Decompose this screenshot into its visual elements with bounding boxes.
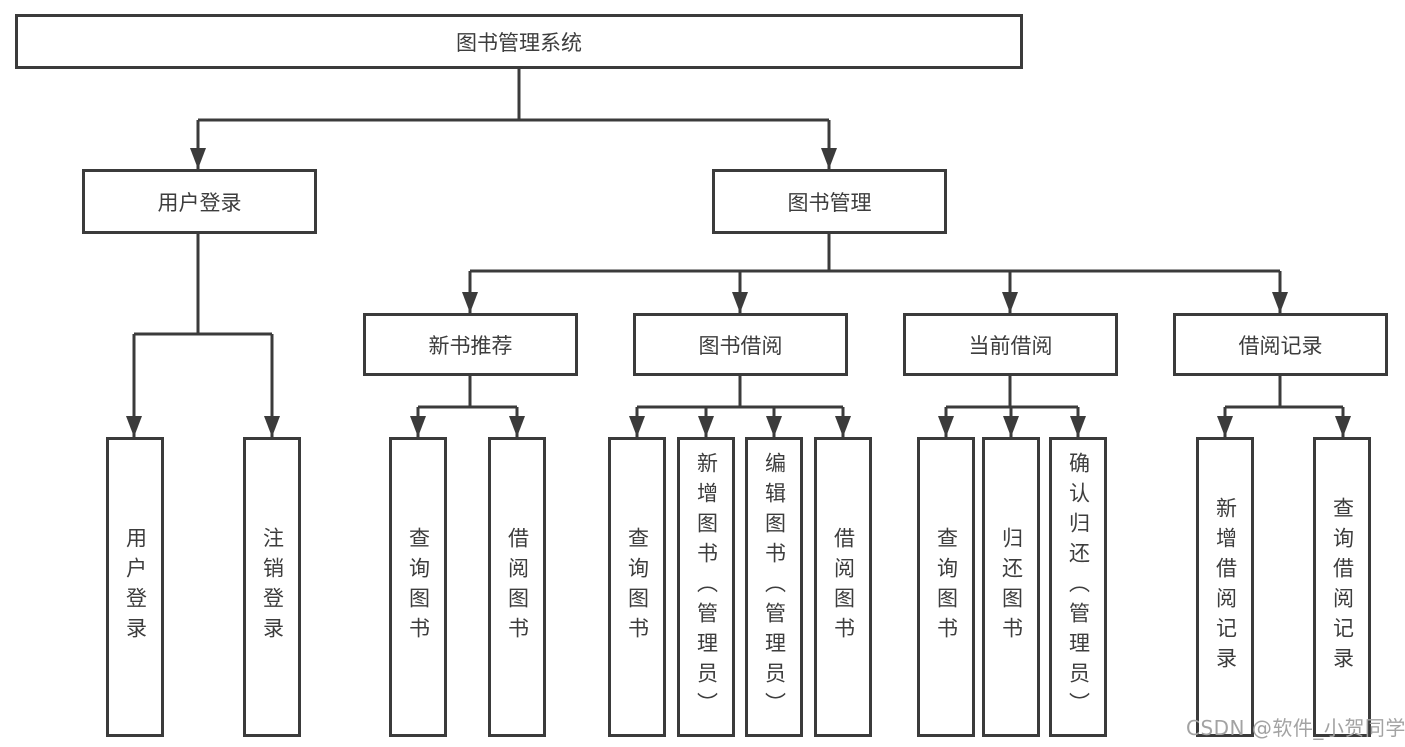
edge-user-login-trunk [134, 233, 272, 336]
edge-borrowing-records-trunk [1225, 376, 1343, 409]
node-root: 图书管理系统 [15, 14, 1023, 69]
edge-root-trunk [198, 69, 829, 122]
edge-book-management-trunk [470, 234, 1280, 273]
node-confirm-return-admin: 确认归还（管理员） [1049, 437, 1107, 737]
node-label: 归还图书 [999, 527, 1024, 647]
edge-new-book-trunk [418, 376, 517, 409]
node-user-login-leaf: 用户登录 [106, 437, 164, 737]
node-new-book-recommend: 新书推荐 [363, 313, 578, 376]
node-label: 新增图书（管理员） [694, 452, 719, 722]
node-query-books-borrowing: 查询图书 [608, 437, 666, 737]
node-label: 新书推荐 [428, 333, 513, 358]
node-query-books-current: 查询图书 [917, 437, 975, 737]
node-label: 借阅图书 [505, 527, 530, 647]
node-return-books: 归还图书 [982, 437, 1040, 737]
node-edit-books-admin: 编辑图书（管理员） [745, 437, 803, 737]
node-user-login: 用户登录 [82, 169, 317, 234]
node-label: 注销登录 [260, 527, 285, 647]
node-label: 查询借阅记录 [1330, 497, 1355, 677]
node-label: 编辑图书（管理员） [762, 452, 787, 722]
node-label: 当前借阅 [968, 333, 1053, 358]
node-borrowing-records: 借阅记录 [1173, 313, 1388, 376]
node-label: 图书管理 [787, 190, 872, 215]
node-borrow-books-borrowing: 借阅图书 [814, 437, 872, 737]
node-label: 用户登录 [157, 190, 242, 215]
node-label: 借阅记录 [1238, 333, 1323, 358]
node-label: 确认归还（管理员） [1066, 452, 1091, 722]
node-label: 图书借阅 [698, 333, 783, 358]
node-label: 查询图书 [625, 527, 650, 647]
node-logout-leaf: 注销登录 [243, 437, 301, 737]
node-book-management: 图书管理 [712, 169, 947, 234]
node-label: 用户登录 [123, 527, 148, 647]
node-query-borrow-record: 查询借阅记录 [1313, 437, 1371, 737]
node-label: 借阅图书 [831, 527, 856, 647]
node-label: 新增借阅记录 [1213, 497, 1238, 677]
csdn-watermark: CSDN @软件_小贺同学 [1186, 716, 1405, 740]
node-label: 查询图书 [406, 527, 431, 647]
node-label: 查询图书 [934, 527, 959, 647]
node-current-borrowing: 当前借阅 [903, 313, 1118, 376]
node-add-books-admin: 新增图书（管理员） [677, 437, 735, 737]
node-query-books-recommend: 查询图书 [389, 437, 447, 737]
edge-current-borrowing-trunk [946, 376, 1078, 409]
node-add-borrow-record: 新增借阅记录 [1196, 437, 1254, 737]
node-borrow-books-recommend: 借阅图书 [488, 437, 546, 737]
edge-book-borrowing-trunk [637, 376, 843, 409]
node-label: 图书管理系统 [456, 30, 582, 55]
node-book-borrowing: 图书借阅 [633, 313, 848, 376]
